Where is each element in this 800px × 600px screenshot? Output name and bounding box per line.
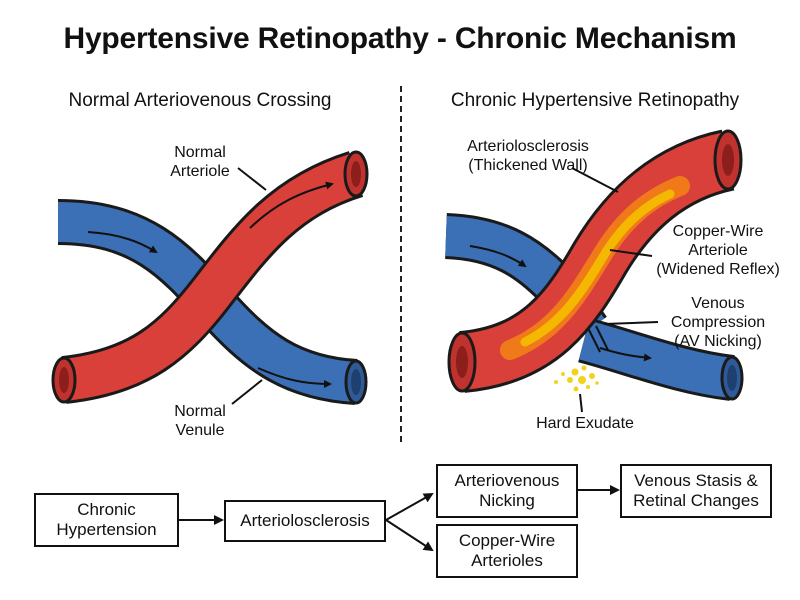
exudate-pointer [579, 393, 583, 413]
arteriole-pointer [237, 167, 267, 191]
thickened-arteriole [447, 129, 743, 393]
diagram-title: Hypertensive Retinopathy - Chronic Mecha… [63, 22, 737, 55]
box-arteriolosclerosis: Arteriolosclerosis [224, 500, 386, 542]
copper-wire-label: Copper-Wire Arteriole (Widened Reflex) [656, 223, 780, 278]
arteriolosclerosis-pointer [571, 167, 619, 193]
left-panel-title: Normal Arteriovenous Crossing [68, 90, 332, 111]
normal-arteriole-label: Normal Arteriole [170, 144, 230, 180]
venous-compression-label: Venous Compression (AV Nicking) [670, 295, 766, 350]
hard-exudate [554, 365, 599, 392]
normal-arteriole [51, 150, 369, 404]
box-copper-wire-arterioles: Copper-Wire Arterioles [436, 524, 578, 578]
right-panel-title: Chronic Hypertensive Retinopathy [450, 90, 740, 111]
box-chronic-hypertension: Chronic Hypertension [34, 493, 179, 547]
box-venous-stasis: Venous Stasis & Retinal Changes [620, 464, 772, 518]
copper-wire-pointer [609, 249, 653, 257]
normal-venule-label: Normal Venule [174, 403, 226, 439]
arteriolosclerosis-label: Arteriolosclerosis (Thickened Wall) [467, 138, 589, 174]
box-av-nicking: Arteriovenous Nicking [436, 464, 578, 518]
flow-arrows [179, 485, 620, 552]
hard-exudate-label: Hard Exudate [536, 415, 634, 432]
venule-pointer [231, 379, 263, 405]
panel-divider [400, 86, 402, 442]
compression-pointer [603, 321, 659, 325]
